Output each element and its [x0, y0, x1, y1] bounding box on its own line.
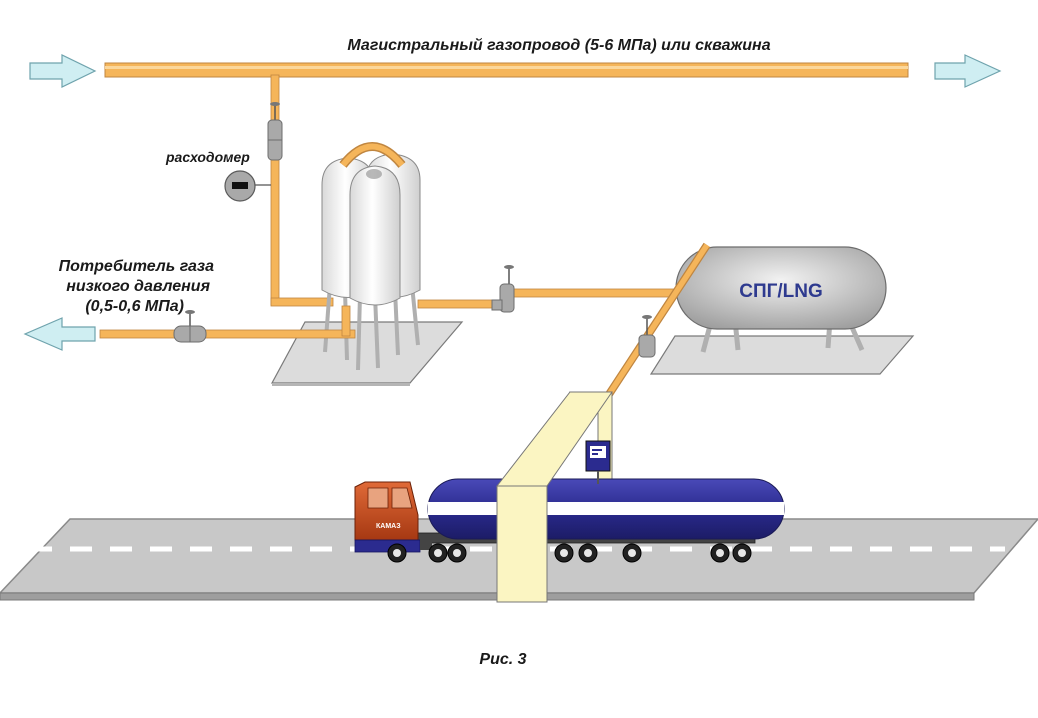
lng-transfer-pipe — [417, 288, 681, 309]
figure-caption: Рис. 3 — [479, 651, 526, 668]
loading-pipe — [598, 242, 711, 408]
flowmeter-icon — [224, 170, 271, 202]
feed-pipe — [270, 74, 334, 307]
consumer-arrow — [23, 317, 96, 351]
flowmeter-label: расходомер — [165, 149, 250, 165]
storage-tanks — [321, 142, 421, 371]
lng-platform — [649, 335, 915, 375]
consumer-label-line1: Потребитель газа — [59, 258, 214, 275]
loading-valve-icon — [638, 315, 656, 358]
control-panel-icon — [585, 440, 611, 484]
consumer-valve-icon — [173, 310, 207, 343]
lng-valve-icon — [491, 265, 515, 313]
main-pipeline-label: Магистральный газопровод (5-6 МПа) или с… — [347, 37, 770, 54]
outflow-arrow — [934, 54, 1002, 88]
consumer-pipe — [99, 305, 356, 339]
loading-gantry-front — [495, 391, 613, 603]
lng-tank-label: СПГ/LNG — [739, 281, 823, 302]
consumer-label-line3: (0,5-0,6 МПа) — [85, 298, 184, 315]
inflow-arrow — [29, 54, 97, 88]
consumer-label-line2: низкого давления — [66, 278, 210, 295]
truck-brand-label: КАМАЗ — [376, 523, 401, 530]
main-pipeline — [104, 62, 909, 78]
feed-valve-icon — [267, 102, 283, 161]
